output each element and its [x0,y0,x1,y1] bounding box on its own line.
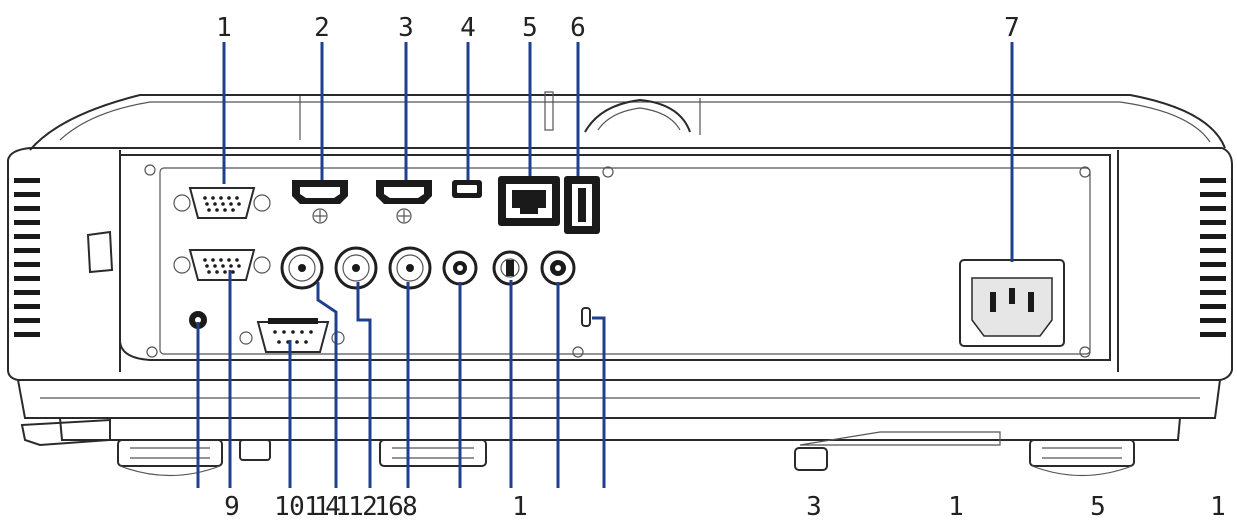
callout-bottom-7: 1 [348,492,364,522]
callout-bottom-6: 1 [335,492,351,522]
callout-bottom-9: 1 [374,492,390,522]
vga-second-port [173,249,271,281]
callout-bottom-8: 2 [362,492,378,522]
audio-jack-1 [442,250,478,286]
callout-bottom-14: 1 [948,492,964,522]
callout-bottom-12: 1 [512,492,528,522]
left-foot [117,439,223,477]
leader-line-bottom-5 [356,282,372,488]
callout-top-1: 1 [216,13,232,43]
callout-top-7: 7 [1004,13,1020,43]
composite-jack-1 [280,246,324,290]
leader-line-bottom-4 [316,282,338,488]
dc-power-jack [189,311,207,329]
rs232-port [239,318,345,353]
ac-power-inlet [959,259,1065,347]
composite-jack-3 [388,246,432,290]
center-foot [379,439,487,467]
callout-bottom-15: 5 [1090,492,1106,522]
right-foot [1029,439,1135,477]
left-vent-grille [14,178,40,337]
leader-line-bottom-10 [592,316,606,488]
bottom-callouts: 9 1 0 1 1 4 1 1 2 1 6 8 1 3 1 5 1 [224,492,1226,522]
audio-jack-2 [492,250,528,286]
callout-top-3: 3 [398,13,414,43]
security-lock-slot [581,307,591,327]
callout-bottom-3: 1 [304,492,320,522]
callout-bottom-5: 4 [325,492,341,522]
callout-bottom-10: 6 [388,492,404,522]
callout-top-5: 5 [522,13,538,43]
top-callouts: 1 2 3 4 5 6 7 [216,13,1020,43]
callout-top-2: 2 [314,13,330,43]
mini-usb-port [452,180,482,198]
audio-jack-3 [540,250,576,286]
vga-in-port [173,187,271,219]
usb-a-port [564,176,600,234]
composite-jack-2 [334,246,378,290]
hdmi-port-1 [292,180,348,224]
callout-bottom-2: 0 [289,492,305,522]
rj45-lan-port [498,176,560,226]
callout-top-4: 4 [460,13,476,43]
callout-top-6: 6 [570,13,586,43]
leader-lines [196,42,1014,488]
right-vent-grille [1200,178,1226,337]
io-panel [119,154,1111,361]
callout-bottom-13: 3 [806,492,822,522]
callout-bottom-16: 1 [1210,492,1226,522]
callout-bottom-1: 1 [274,492,290,522]
projector-body [7,91,1233,477]
callout-bottom-4: 1 [314,492,330,522]
callout-bottom-0: 9 [224,492,240,522]
hdmi-port-2 [376,180,432,224]
callout-bottom-11: 8 [402,492,418,522]
